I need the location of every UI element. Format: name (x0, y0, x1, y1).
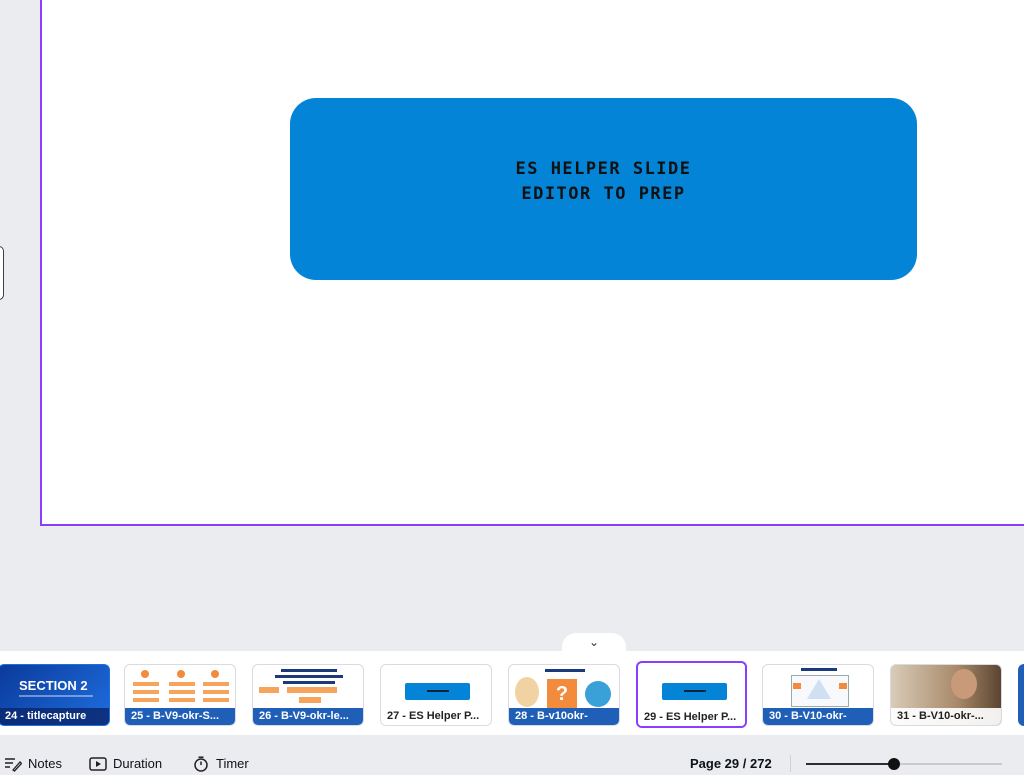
collapse-pages-button[interactable]: ⌄ (562, 633, 626, 651)
zoom-slider[interactable] (806, 758, 1002, 770)
slide-text-line-1: ES Helper Slide (515, 159, 692, 179)
duration-label: Duration (113, 756, 163, 771)
play-box-icon (89, 756, 107, 771)
page-thumbnail-active[interactable]: 29 - ES Helper P... (636, 661, 747, 728)
notes-button[interactable]: Notes (4, 752, 62, 775)
thumbnail-label: 25 - B-V9-okr-S... (125, 708, 235, 725)
page-thumbnail[interactable]: 30 - B-V10-okr- (762, 664, 874, 726)
current-slide[interactable]: ES Helper Slide Editor to Prep (40, 0, 1024, 526)
page-thumbnail[interactable]: 26 - B-V9-okr-le... (252, 664, 364, 726)
thumbnail-label: 31 - B-V10-okr-... (891, 708, 1001, 725)
duration-button[interactable]: Duration (89, 752, 162, 775)
chevron-down-icon: ⌄ (588, 635, 600, 649)
slide-textbox[interactable]: ES Helper Slide Editor to Prep (290, 98, 917, 280)
divider (790, 755, 791, 772)
page-thumbnail[interactable]: SECTION 2 24 - titlecapture (0, 664, 110, 726)
footer-bar: Notes Duration Timer Page 29 / 272 (0, 752, 1024, 775)
timer-button[interactable]: Timer (192, 752, 249, 775)
page-thumbnail[interactable]: 25 - B-V9-okr-S... (124, 664, 236, 726)
thumbnail-label: 28 - B-v10okr- (509, 708, 619, 725)
zoom-slider-handle[interactable] (888, 758, 900, 770)
thumbnail-label: 24 - titlecapture (0, 708, 109, 725)
page-indicator[interactable]: Page 29 / 272 (690, 756, 772, 771)
page-thumbnail[interactable]: 27 - ES Helper P... (380, 664, 492, 726)
slide-text-line-2: Editor to Prep (521, 184, 686, 204)
page-thumbnail[interactable]: ? 28 - B-v10okr- (508, 664, 620, 726)
notes-label: Notes (28, 756, 62, 771)
zoom-slider-fill (806, 763, 894, 765)
thumbnail-label: 29 - ES Helper P... (638, 709, 745, 726)
page-thumbnail[interactable]: 31 - B-V10-okr-... (890, 664, 1002, 726)
canvas-area: ES Helper Slide Editor to Prep (0, 0, 1024, 526)
timer-label: Timer (216, 756, 249, 771)
page-thumbnail-strip: SECTION 2 24 - titlecapture 25 - B-V9-ok… (0, 651, 1024, 735)
page-thumbnail-partial[interactable] (1018, 664, 1024, 726)
thumbnail-label: 26 - B-V9-okr-le... (253, 708, 363, 725)
thumbnail-label: 27 - ES Helper P... (381, 708, 491, 725)
notes-icon (5, 757, 22, 772)
timer-icon (194, 755, 208, 772)
side-panel-handle[interactable] (0, 246, 4, 300)
thumbnail-title: SECTION 2 (19, 678, 88, 693)
thumbnail-label: 30 - B-V10-okr- (763, 708, 873, 725)
